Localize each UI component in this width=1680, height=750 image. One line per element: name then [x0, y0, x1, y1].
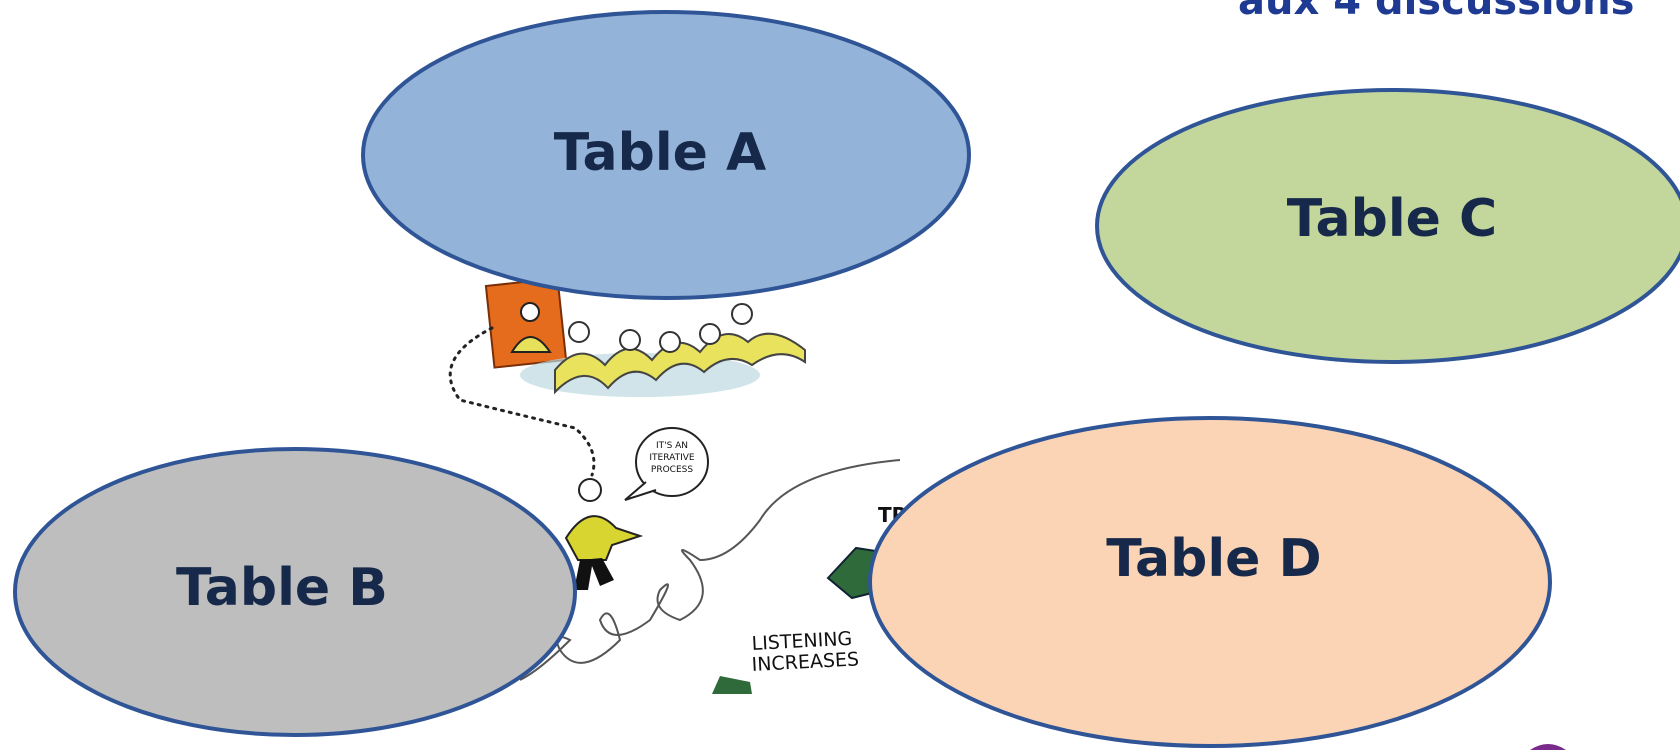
caption-line-1: LISTENING [751, 628, 853, 655]
caption-line-2: INCREASES [751, 648, 859, 676]
speech-bubble-line-1: IT'S AN [656, 441, 688, 451]
speech-bubble-line-3: PROCESS [651, 465, 693, 475]
green-arrow-icon-small [712, 676, 752, 694]
walking-person-icon [564, 478, 644, 590]
speech-bubble: IT'S AN ITERATIVE PROCESS [624, 427, 709, 501]
corner-logo-mark [1530, 744, 1566, 750]
table-c-label: Table C [1287, 189, 1497, 249]
audience-group-icon [520, 303, 806, 397]
spiral-line [519, 459, 901, 681]
presenter-board-icon [484, 277, 568, 369]
table-a: Table A [361, 10, 971, 300]
table-d-ellipse [868, 416, 1552, 748]
speech-bubble-line-2: ITERATIVE [649, 453, 694, 463]
table-b: Table B [13, 447, 577, 737]
table-a-label: Table A [554, 123, 767, 183]
table-d-label: Table D [1106, 529, 1321, 589]
iterative-process-illustration: IT'S AN ITERATIVE PROCESS TR LISTENING I… [448, 277, 907, 694]
table-b-label: Table B [176, 558, 388, 618]
table-c: Table C [1095, 88, 1680, 364]
table-c-ellipse [1095, 88, 1680, 364]
slide-heading: aux 4 discussions [1238, 0, 1635, 24]
table-d: Table D [868, 416, 1552, 748]
table-b-ellipse [13, 447, 577, 737]
table-a-ellipse [361, 10, 971, 300]
dotted-path-line [448, 326, 596, 477]
